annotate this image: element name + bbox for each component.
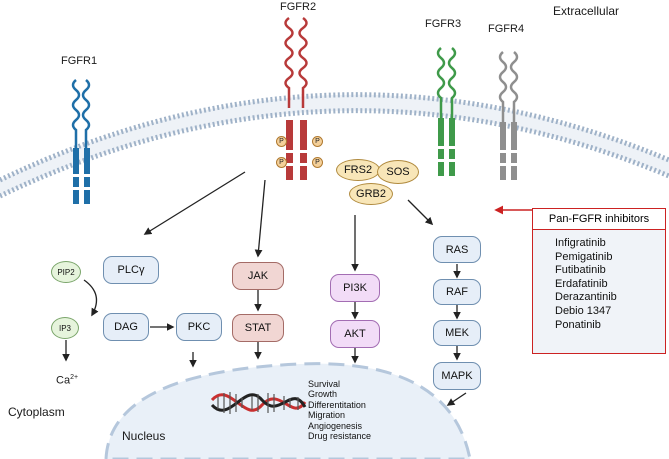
inhibitor-item: Erdafatinib	[555, 277, 608, 290]
outcome-item: Drug resistance	[308, 431, 372, 442]
inhibitors-list: Infigratinib Pemigatinib Futibatinib Erd…	[555, 237, 617, 332]
cell-membrane	[0, 92, 669, 199]
pi3k-node: PI3K	[330, 274, 380, 302]
ip3-node: IP3	[51, 317, 79, 339]
nucleus-envelope	[104, 362, 472, 459]
fgfr1-receptor	[71, 79, 91, 204]
grb2-node: GRB2	[349, 183, 393, 205]
phospho-site: P	[312, 157, 323, 168]
outcome-item: Survival	[308, 379, 341, 389]
stat-node: STAT	[232, 314, 284, 342]
extracellular-label: Extracellular	[553, 4, 620, 18]
raf-node: RAF	[433, 279, 481, 305]
outcome-item: Differentitation	[308, 399, 366, 410]
inhibitor-item: Pemigatinib	[555, 250, 613, 263]
outcome-item: Migration	[308, 410, 346, 421]
fgfr4-receptor	[498, 51, 519, 180]
fgfr3-label: FGFR3	[425, 18, 462, 30]
outcome-item: Growth	[308, 389, 338, 400]
fgfr2-label: FGFR2	[280, 1, 317, 13]
fgfr2-receptor	[284, 16, 308, 180]
mek-node: MEK	[433, 320, 481, 346]
inhibitors-panel: Pan-FGFR inhibitors Infigratinib Pemigat…	[532, 208, 666, 354]
pkc-node: PKC	[176, 313, 222, 341]
inhibitor-item: Infigratinib	[555, 237, 606, 249]
phospho-site: P	[276, 157, 287, 168]
fgfr1-label: FGFR1	[61, 55, 98, 67]
outcome-item: Angiogenesis	[308, 420, 363, 431]
sos-node: SOS	[377, 160, 419, 184]
plc-gamma-node: PLCγ	[103, 256, 159, 284]
calcium-charge: 2+	[70, 374, 79, 381]
inhibitors-title: Pan-FGFR inhibitors	[533, 209, 665, 230]
nucleus-label: Nucleus	[122, 429, 166, 443]
cellular-outcomes-list: Survival Growth Differentitation Migrati…	[308, 379, 371, 441]
calcium-label: Ca2+	[56, 374, 78, 387]
phospho-site: P	[312, 136, 323, 147]
inhibitor-item: Futibatinib	[555, 264, 606, 277]
fgfr4-label: FGFR4	[488, 23, 525, 35]
calcium-symbol: Ca	[56, 374, 71, 387]
phospho-site: P	[276, 136, 287, 147]
ras-node: RAS	[433, 236, 481, 263]
cytoplasm-label: Cytoplasm	[8, 405, 65, 419]
signal-arrows	[62, 171, 467, 406]
pip2-node: PIP2	[51, 261, 81, 283]
dag-node: DAG	[103, 313, 149, 341]
inhibitor-item: Ponatinib	[555, 318, 601, 331]
dna-helix	[210, 392, 307, 414]
frs2-node: FRS2	[336, 159, 380, 181]
akt-node: AKT	[330, 320, 380, 348]
jak-node: JAK	[232, 262, 284, 290]
mapk-node: MAPK	[433, 362, 481, 390]
inhibitor-item: Debio 1347	[555, 304, 612, 317]
fgfr3-receptor	[436, 47, 457, 176]
inhibitor-item: Derazantinib	[555, 291, 617, 304]
